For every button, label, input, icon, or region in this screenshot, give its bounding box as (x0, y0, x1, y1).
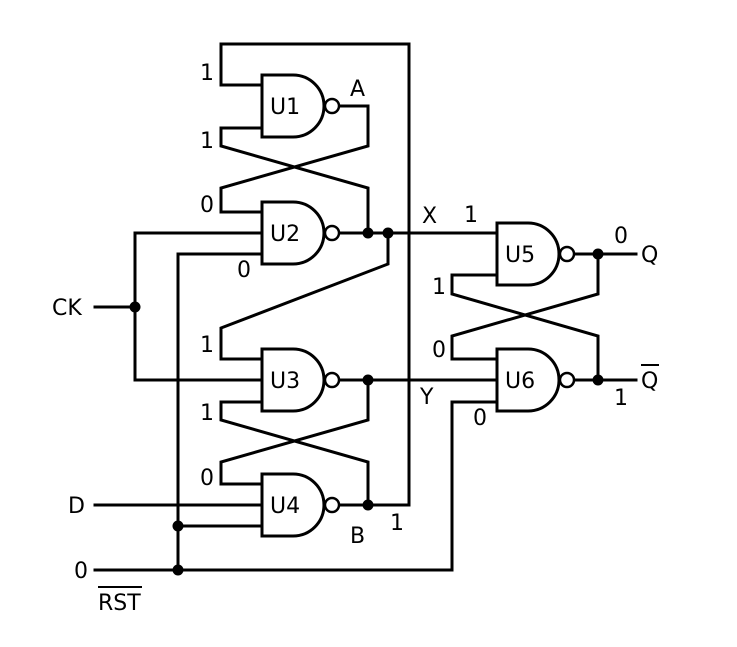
wires (93, 42, 638, 572)
junction-b (362, 499, 374, 511)
junction-x (382, 227, 394, 239)
reset-value-label: 0 (74, 559, 88, 584)
gate-u1-label: U1 (270, 95, 300, 120)
gate-u6: U6 (495, 347, 576, 413)
junction-rst-u4 (172, 520, 184, 532)
level-u1-in-bottom: 1 (200, 129, 214, 154)
data-input-label: D (68, 494, 85, 519)
gate-u1: U1 (260, 73, 341, 139)
wire-a-to-x (219, 104, 370, 214)
wire-rst-line (93, 400, 499, 572)
wire-rst-bus (176, 252, 264, 572)
reset-label: RST (98, 591, 141, 616)
junction-a (362, 227, 374, 239)
node-b-label: B (350, 524, 365, 549)
clock-label: CK (52, 296, 82, 321)
level-u5-in-bottom: 1 (432, 275, 446, 300)
gate-u4-label: U4 (270, 494, 300, 519)
junctions (129, 227, 604, 576)
level-u4-in-top: 0 (200, 466, 214, 491)
logic-levels: 1 1 0 0 1 1 0 1 1 1 0 0 0 1 (200, 61, 628, 536)
signal-labels: CK D 0 RST A B X Y Q Q (52, 77, 659, 616)
wire-b-feedback-loop (219, 42, 411, 507)
node-y-label: Y (419, 385, 434, 410)
level-u2-in-top: 0 (200, 193, 214, 218)
qbar-output-label: Q (641, 369, 658, 394)
q-output-label: Q (641, 243, 658, 268)
wire-y-to-u4 (219, 378, 370, 486)
gate-u5: U5 (495, 221, 576, 287)
wire-u1-in-bottom (219, 126, 370, 235)
level-q: 0 (614, 224, 628, 249)
gate-u5-label: U5 (505, 243, 535, 268)
node-x-label: X (422, 204, 437, 229)
level-u2-in-bottom: 0 (237, 258, 251, 283)
level-u4-out: 1 (390, 511, 404, 536)
junction-q (592, 248, 604, 260)
level-u6-in-top: 0 (432, 338, 446, 363)
wire-ck-bus (133, 231, 264, 382)
level-u1-in-top: 1 (200, 61, 214, 86)
junction-ck (129, 301, 141, 313)
level-qbar: 1 (614, 386, 628, 411)
level-u3-in-bottom: 1 (200, 401, 214, 426)
wire-x-to-u3 (219, 231, 390, 361)
level-x: 1 (464, 203, 478, 228)
gate-u3-label: U3 (270, 369, 300, 394)
level-u6-in-bottom: 0 (473, 406, 487, 431)
wire-u3-in-bottom (219, 400, 370, 507)
wire-qbar-feedback (450, 273, 600, 382)
gate-u6-label: U6 (505, 369, 535, 394)
gate-u2: U2 (260, 200, 341, 266)
node-a-label: A (350, 77, 365, 102)
level-u3-in-top: 1 (200, 333, 214, 358)
wire-q-feedback (450, 252, 600, 361)
junction-rst (172, 564, 184, 576)
gate-u3: U3 (260, 347, 341, 413)
junction-qbar (592, 374, 604, 386)
gate-u4: U4 (260, 472, 341, 538)
gate-u2-label: U2 (270, 222, 300, 247)
junction-y (362, 374, 374, 386)
